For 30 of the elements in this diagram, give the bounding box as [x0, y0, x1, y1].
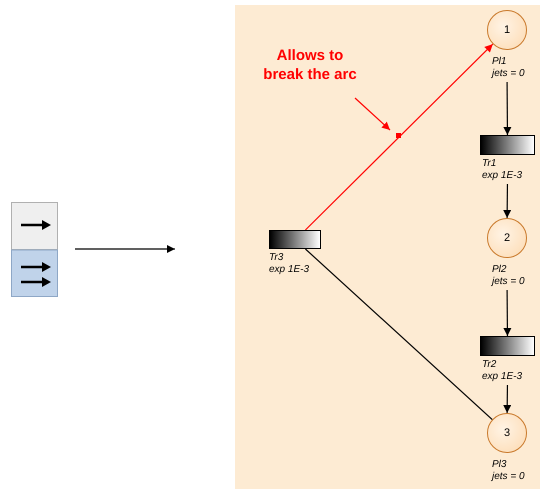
- place-circle: 3: [487, 413, 527, 453]
- arc-arrow: [75, 245, 175, 253]
- arc-arrow: [304, 44, 494, 230]
- place-circle: 1: [487, 10, 527, 50]
- arc-arrow: [354, 98, 390, 130]
- node-caption: jets = 0: [492, 471, 525, 483]
- arc-arrow: [503, 184, 512, 218]
- node-caption: Tr1: [482, 158, 498, 170]
- node-caption: jets = 0: [492, 276, 525, 288]
- node-caption: Tr3: [269, 252, 284, 264]
- node-caption: exp 1E-3: [482, 371, 522, 383]
- arc-line: [305, 248, 493, 420]
- arc-arrow: [503, 385, 512, 413]
- node-caption: jets = 0: [492, 68, 525, 80]
- transition-bar: [269, 230, 321, 249]
- canvas-panel: [235, 5, 540, 489]
- node-caption: Pl3: [492, 459, 508, 471]
- node-caption: Tr2: [482, 359, 498, 371]
- place-circle: 2: [487, 218, 527, 258]
- transition-bar: [480, 135, 535, 155]
- node-caption: exp 1E-3: [482, 170, 522, 182]
- arc-break-point: [396, 133, 401, 138]
- node-caption: exp 1E-3: [269, 264, 310, 276]
- node-caption: Pl2: [492, 264, 508, 276]
- arc-arrow: [503, 290, 512, 336]
- transition-bar: [480, 336, 535, 356]
- annotation-text: Allows to break the arc: [258, 46, 362, 86]
- arc-mode-buttons-drawing: [11, 202, 58, 297]
- node-caption: Pl1: [492, 56, 508, 68]
- arc-arrow: [503, 82, 512, 135]
